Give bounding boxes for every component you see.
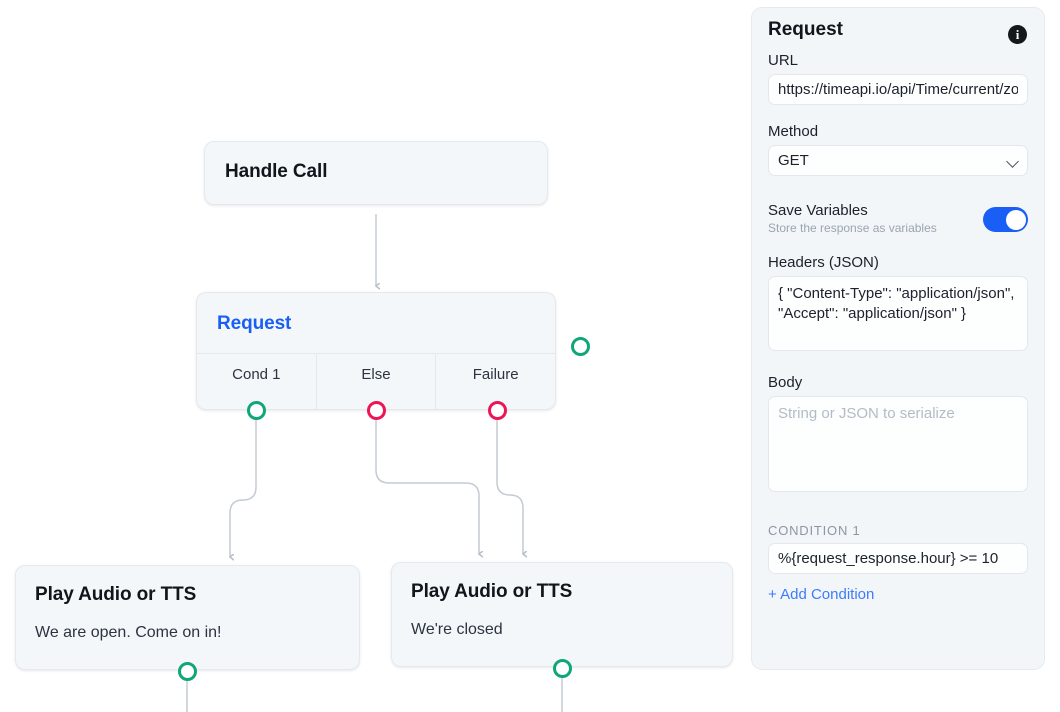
url-label: URL [768,52,799,69]
port-cell-else[interactable]: Else [315,354,436,410]
save-variables-row: Save Variables Store the response as var… [768,202,1028,242]
headers-input[interactable] [768,276,1028,352]
method-select-wrapper[interactable] [768,145,1028,176]
condition-input[interactable] [768,542,1028,574]
node-handle-call[interactable]: Handle Call [204,141,590,356]
port-handle-call-out[interactable] [571,337,590,356]
properties-panel: Request i URL Method Save Variables Stor… [751,7,1045,670]
condition-label: CONDITION 1 [768,522,861,538]
node-request-ports: Cond 1 Else Failure [197,353,555,410]
port-tts-open-out[interactable] [178,662,197,681]
panel-title: Request [768,19,843,40]
body-label: Body [768,374,803,392]
node-tts-open-title: Play Audio or TTS [35,584,197,605]
info-icon[interactable]: i [1008,25,1027,44]
node-tts-open[interactable]: Play Audio or TTS We are open. Come on i… [15,565,360,670]
port-label-failure: Failure [472,366,519,383]
url-input[interactable] [768,74,1028,105]
node-handle-call-title: Handle Call [225,161,328,182]
port-cond-1-out[interactable] [247,401,266,420]
port-cell-failure[interactable]: Failure [435,354,555,410]
node-tts-closed[interactable]: Play Audio or TTS We're closed [391,562,733,667]
port-else-out[interactable] [367,401,386,420]
headers-label: Headers (JSON) [768,254,879,271]
add-condition-button[interactable]: + Add Condition [768,585,875,603]
node-tts-closed-subtitle: We're closed [411,621,503,638]
port-failure-out[interactable] [488,401,507,420]
flow-canvas[interactable]: Handle Call Request Cond 1 Else Failure [0,0,748,712]
method-label: Method [768,123,819,140]
save-variables-label: Save Variables [768,202,868,219]
save-variables-toggle[interactable] [983,207,1028,232]
method-select[interactable] [768,145,1028,176]
node-request-header: Request [197,293,555,353]
panel-header: Request i [768,8,1028,52]
node-request[interactable]: Request Cond 1 Else Failure [196,292,556,410]
body-input[interactable] [768,396,1028,492]
port-label-cond-1: Cond 1 [232,366,281,383]
node-tts-open-subtitle: We are open. Come on in! [35,624,222,641]
node-tts-closed-title: Play Audio or TTS [411,581,573,602]
save-variables-description: Store the response as variables [768,221,937,235]
toggle-knob [1005,209,1026,230]
port-tts-closed-out[interactable] [553,659,572,678]
node-request-title: Request [217,313,292,334]
port-cell-cond-1[interactable]: Cond 1 [197,354,316,410]
port-label-else: Else [361,366,391,383]
